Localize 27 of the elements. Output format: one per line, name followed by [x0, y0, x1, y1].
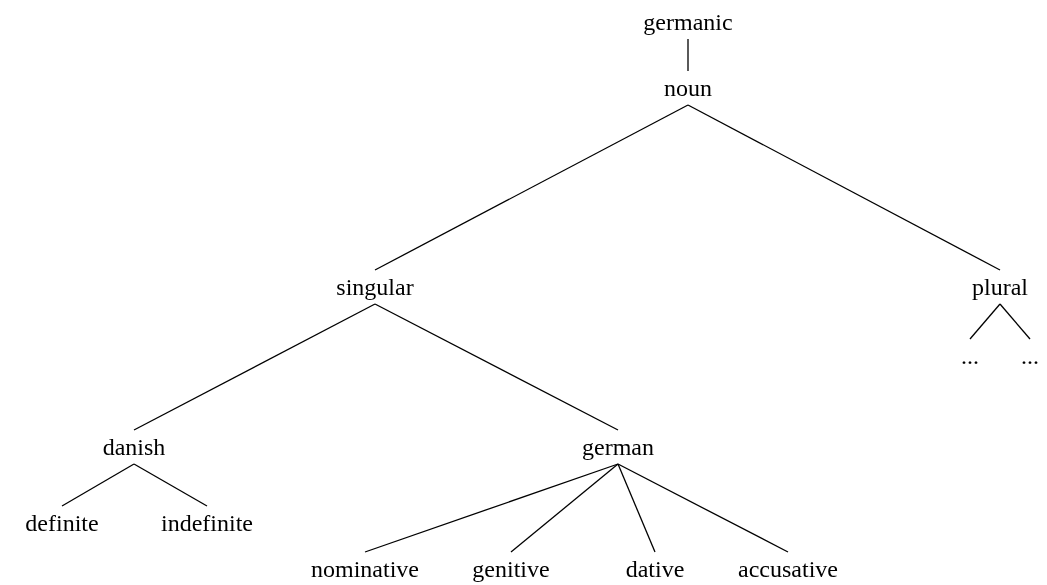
tree-node-label: ... — [1021, 343, 1039, 369]
tree-branch-line — [374, 104, 689, 271]
tree-node-label: nominative — [311, 556, 419, 582]
tree-node-label: genitive — [472, 556, 550, 582]
tree-node-label: noun — [664, 75, 712, 101]
tree-branch-line — [133, 463, 208, 507]
tree-node-label: indefinite — [161, 510, 253, 536]
tree-branch-line — [617, 463, 656, 553]
tree-branch-line — [999, 303, 1031, 340]
tree-node-label: dative — [625, 556, 685, 582]
tree-branch-line — [61, 463, 135, 507]
tree-branch-line — [374, 303, 619, 431]
tree-node-label: ... — [961, 343, 979, 369]
tree-branch-line — [969, 303, 1001, 340]
tree-node-label: danish — [102, 434, 166, 460]
tree-node-label: accusative — [738, 556, 838, 582]
tree-node-label: germanic — [643, 9, 733, 35]
tree-branch-line — [133, 303, 376, 431]
tree-branch-line — [687, 38, 689, 72]
tree-node-label: plural — [972, 274, 1028, 300]
tree-branch-line — [617, 463, 789, 553]
tree-node-label: singular — [336, 274, 414, 300]
tree-branch-line — [510, 463, 619, 553]
tree-branch-line — [687, 104, 1001, 271]
tree-branch-line — [364, 463, 619, 553]
tree-node-label: german — [582, 434, 654, 460]
tree-node-label: definite — [25, 510, 99, 536]
